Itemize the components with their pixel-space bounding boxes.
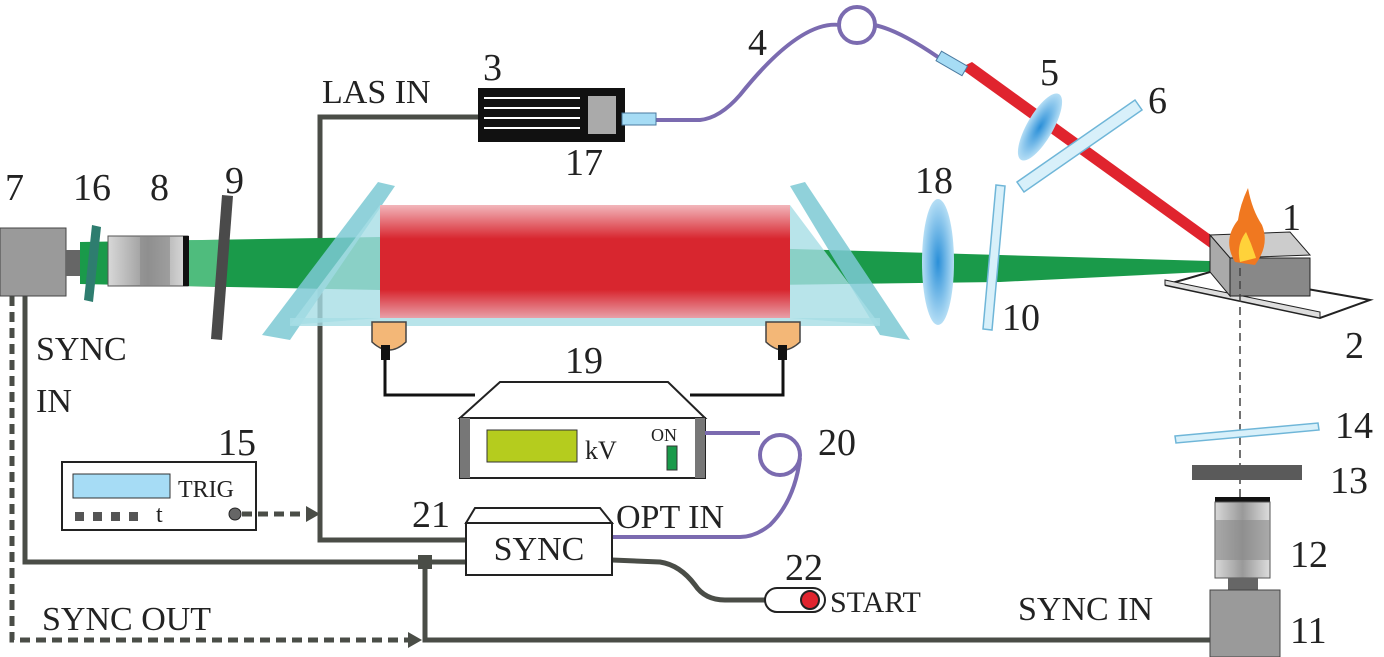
lens-18 — [922, 199, 954, 325]
label-1: 1 — [1282, 197, 1301, 239]
sync-in-label-left: SYNC — [36, 331, 127, 368]
filter-13 — [1192, 465, 1302, 480]
kv-label: kV — [585, 436, 617, 465]
voltage-display — [486, 429, 578, 463]
label-19: 19 — [565, 340, 603, 382]
label-11: 11 — [1290, 610, 1327, 652]
fiber-collimator — [935, 50, 969, 77]
electrode-right — [765, 321, 801, 360]
fiber-20 — [612, 431, 802, 539]
wire-junction — [418, 555, 432, 569]
label-15: 15 — [218, 422, 256, 464]
arrow-icon — [408, 632, 422, 648]
label-9: 9 — [225, 160, 244, 202]
on-label: ON — [651, 425, 677, 445]
label-5: 5 — [1040, 52, 1059, 94]
label-21: 21 — [412, 494, 450, 536]
sync-in-label-right: SYNC IN — [1018, 591, 1153, 628]
sync-unit-21 — [464, 507, 615, 576]
label-18: 18 — [915, 160, 953, 202]
filter-16 — [84, 225, 101, 302]
fiber-4 — [655, 22, 947, 122]
label-2: 2 — [1345, 325, 1364, 367]
camera-7 — [0, 227, 67, 297]
delay-generator-15 — [61, 461, 257, 531]
objective-lens-12 — [1214, 497, 1271, 590]
plate-6 — [1015, 98, 1144, 194]
plate-14 — [1174, 422, 1320, 444]
label-13: 13 — [1330, 460, 1368, 502]
discharge-cell — [262, 182, 910, 340]
arrow-icon — [306, 506, 320, 522]
label-3: 3 — [483, 47, 502, 89]
start-wire — [611, 557, 765, 603]
electrode-left — [371, 321, 407, 360]
svg-text:IN: IN — [36, 383, 72, 420]
t-label: t — [156, 502, 163, 528]
plate-10 — [982, 184, 1006, 331]
label-20: 20 — [818, 422, 856, 464]
start-label: START — [830, 586, 921, 619]
label-22: 22 — [785, 547, 823, 589]
flame-icon — [1229, 188, 1265, 265]
label-16: 16 — [73, 167, 111, 209]
mirror-9 — [211, 195, 233, 340]
red-laser-beam — [960, 62, 1248, 268]
label-10: 10 — [1002, 297, 1040, 339]
high-voltage-supply-19 — [457, 381, 708, 479]
label-4: 4 — [748, 22, 767, 64]
label-12: 12 — [1290, 534, 1328, 576]
label-7: 7 — [5, 167, 24, 209]
opt-in-label: OPT IN — [616, 499, 724, 536]
camera11-sync-wire — [422, 562, 1210, 643]
trig-label: TRIG — [178, 477, 234, 503]
camera-11 — [1209, 589, 1281, 657]
label-8: 8 — [150, 167, 169, 209]
sync-out-label: SYNC OUT — [42, 601, 211, 638]
las-in-wire — [317, 114, 478, 543]
label-6: 6 — [1148, 80, 1167, 122]
sync-box-label: SYNC — [494, 531, 585, 568]
las-in-label: LAS IN — [322, 74, 431, 111]
power-switch — [666, 445, 678, 471]
start-button-22[interactable] — [764, 587, 826, 613]
label-17: 17 — [565, 142, 603, 184]
lens-5 — [1017, 93, 1063, 161]
objective-lens-8 — [107, 235, 189, 287]
camera7-sync-wire — [22, 296, 466, 565]
label-14: 14 — [1335, 405, 1373, 447]
sync-out-dashed-wire — [9, 296, 410, 643]
laser-3 — [478, 88, 657, 142]
